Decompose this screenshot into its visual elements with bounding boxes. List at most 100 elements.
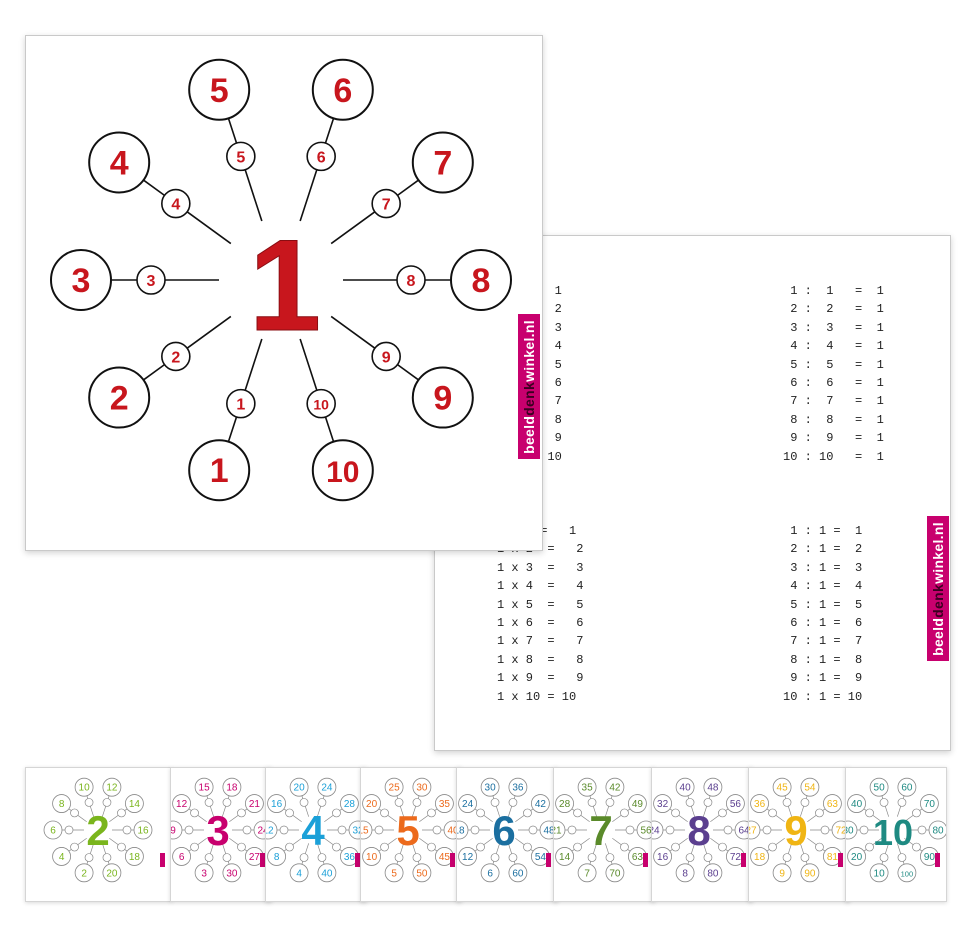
outer-circle — [605, 777, 625, 797]
thumbnail-card[interactable]: 151821242730369123 — [170, 767, 272, 902]
inner-circle — [285, 808, 294, 818]
inner-circle — [815, 808, 824, 818]
brand-suffix: winkel.nl — [930, 521, 947, 584]
thumbnail-card[interactable]: 25303540455051015205 — [360, 767, 462, 902]
thumbnail-wheel: 50607080901001020304010 — [846, 777, 946, 883]
outer-circle — [636, 820, 654, 840]
spoke-line — [227, 118, 238, 144]
inner-circle — [800, 798, 810, 807]
outer-circle — [289, 777, 309, 797]
outer-number: 56 — [730, 799, 742, 810]
inner-circle — [718, 842, 727, 852]
thumbnail-wheel: 40485664728081624328 — [652, 777, 752, 883]
outer-number: 9 — [171, 826, 176, 837]
inner-circle — [394, 798, 404, 807]
inner-circle — [237, 808, 246, 818]
outer-circle — [928, 820, 946, 840]
outer-circle — [194, 863, 214, 883]
inner-circle — [671, 808, 680, 818]
outer-circle — [267, 847, 286, 866]
outer-number: 40 — [851, 799, 863, 810]
outer-circle — [675, 863, 695, 883]
thumbnail-card[interactable]: 40485664728081624328 — [651, 767, 753, 902]
table-line: 9 : 9 = 1 — [783, 431, 884, 446]
table-line: 1 x 4 = 4 — [497, 579, 584, 594]
thumbnail-card[interactable]: 2024283236404812164 — [265, 767, 367, 902]
outer-number: 15 — [199, 783, 211, 794]
outer-number: 16 — [137, 826, 149, 837]
outer-number: 48 — [707, 783, 719, 794]
inner-circle — [865, 808, 874, 818]
inner-circle — [394, 853, 404, 862]
inner-circle — [782, 798, 792, 807]
inner-circle — [84, 853, 94, 862]
inner-circle — [671, 842, 680, 852]
outer-circle — [194, 777, 214, 797]
outer-number: 1 — [210, 452, 229, 490]
outer-number: 72 — [835, 826, 847, 837]
outer-circle — [897, 777, 917, 797]
outer-circle — [362, 794, 381, 813]
spoke-line — [324, 118, 335, 144]
inner-circle — [285, 842, 294, 852]
brand-prefix: beeld — [521, 415, 538, 454]
inner-circle — [102, 853, 112, 862]
table-line: 4 : 4 = 1 — [783, 339, 884, 354]
outer-number: 8 — [59, 799, 65, 810]
table-line: 2 : 1 = 2 — [783, 542, 863, 557]
outer-number: 6 — [487, 868, 493, 879]
outer-number: 32 — [352, 826, 364, 837]
outer-number: 45 — [777, 783, 789, 794]
outer-circle — [384, 777, 404, 797]
inner-circle — [573, 808, 582, 818]
outer-number: 6 — [333, 72, 352, 110]
outer-number: 8 — [274, 852, 280, 863]
inner-circle — [374, 825, 384, 835]
spoke: 22 — [88, 315, 232, 429]
inner-circle — [528, 825, 538, 835]
outer-number: 45 — [439, 852, 451, 863]
table-top-right: 1 : 1 = 1 2 : 2 = 1 3 : 3 = 1 4 : 4 = 1 … — [783, 282, 884, 466]
inner-circle — [859, 825, 869, 835]
outer-circle — [539, 820, 557, 840]
center-number: 4 — [301, 807, 325, 854]
outer-number: 10 — [366, 852, 378, 863]
outer-circle — [508, 863, 528, 883]
outer-number: 4 — [110, 144, 129, 182]
spoke-line — [244, 169, 263, 222]
outer-circle — [554, 820, 566, 840]
outer-circle — [847, 847, 866, 866]
inner-circle — [605, 853, 615, 862]
table-bottom-right: 1 : 1 = 1 2 : 1 = 2 3 : 1 = 3 4 : 1 = 4 … — [783, 522, 862, 706]
outer-circle — [703, 863, 723, 883]
inner-number: 9 — [382, 349, 391, 366]
brand-tab-left: beelddenkwinkel.nl — [518, 314, 540, 459]
outer-number: 7 — [433, 144, 452, 182]
outer-number: 18 — [129, 852, 141, 863]
table-line: 1 x 8 = 8 — [497, 652, 584, 667]
thumbnail-card[interactable]: 50607080901001020304010 — [845, 767, 947, 902]
outer-number: 90 — [804, 868, 816, 879]
table-line: 8 : 1 = 8 — [783, 652, 863, 667]
inner-circle — [476, 842, 485, 852]
outer-circle — [50, 249, 112, 311]
inner-circle — [620, 808, 629, 818]
outer-number: 25 — [389, 783, 401, 794]
inner-circle — [204, 853, 214, 862]
outer-number: 12 — [266, 826, 274, 837]
outer-number: 10 — [874, 868, 886, 879]
inner-number: 5 — [236, 149, 245, 166]
inner-circle — [625, 825, 635, 835]
inner-circle — [337, 825, 347, 835]
thumbnail-card[interactable]: 45546372819091827369 — [748, 767, 850, 902]
thumbnail-card[interactable]: 30364248546061218246 — [456, 767, 558, 902]
outer-circle — [628, 794, 647, 813]
outer-circle — [133, 820, 153, 840]
outer-circle — [652, 820, 664, 840]
spoke-line — [186, 315, 232, 349]
inner-number: 2 — [171, 349, 180, 366]
thumbnail-card[interactable]: 35424956637071421287 — [553, 767, 655, 902]
